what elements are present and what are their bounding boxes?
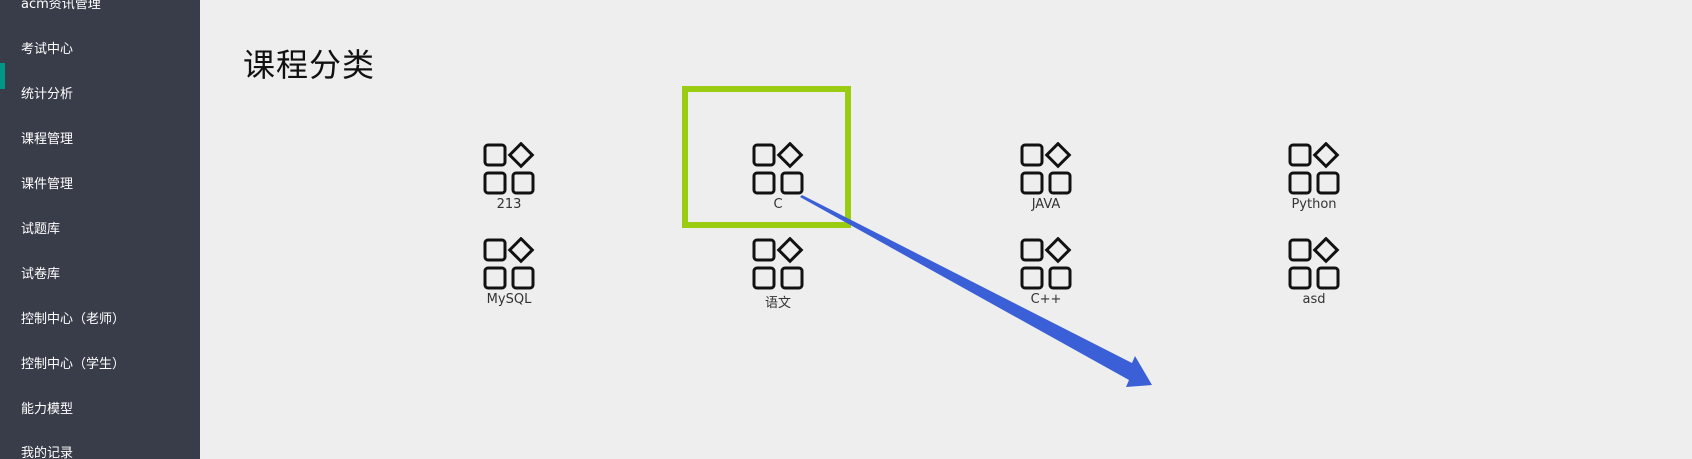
apps-icon: [483, 237, 535, 290]
course-label: asd: [1302, 292, 1326, 307]
sidebar-item-control-center-student[interactable]: 控制中心（学生）: [21, 357, 126, 372]
course-tile-mysql[interactable]: MySQL: [449, 237, 569, 317]
course-label: Python: [1291, 197, 1337, 212]
apps-icon: [1020, 142, 1072, 195]
apps-icon: [1288, 142, 1340, 195]
sidebar-item-statistics[interactable]: 统计分析: [21, 87, 74, 102]
course-label: JAVA: [1031, 197, 1061, 212]
course-tile-c[interactable]: C: [718, 142, 838, 222]
sidebar-item-ability-model[interactable]: 能力模型: [21, 402, 74, 417]
course-tile-python[interactable]: Python: [1254, 142, 1374, 222]
sidebar-item-question-bank[interactable]: 试题库: [21, 222, 61, 237]
course-tile-cpp[interactable]: C++: [986, 237, 1106, 317]
course-label: MySQL: [486, 292, 532, 307]
course-label: 213: [496, 197, 522, 212]
sidebar: acm资讯管理 考试中心 统计分析 课程管理 课件管理 试题库 试卷库 控制中心…: [0, 0, 200, 459]
course-label: C: [773, 197, 783, 212]
course-tile-java[interactable]: JAVA: [986, 142, 1106, 222]
sidebar-item-paper-bank[interactable]: 试卷库: [21, 267, 61, 282]
sidebar-item-control-center-teacher[interactable]: 控制中心（老师）: [21, 312, 126, 327]
sidebar-item-exam-center[interactable]: 考试中心: [21, 42, 74, 57]
sidebar-item-course-management[interactable]: 课程管理: [21, 132, 74, 147]
course-tile-chinese[interactable]: 语文: [718, 237, 838, 317]
apps-icon: [1020, 237, 1072, 290]
course-label: C++: [1030, 292, 1062, 307]
course-label: 语文: [764, 296, 791, 311]
course-tile-asd[interactable]: asd: [1254, 237, 1374, 317]
apps-icon: [1288, 237, 1340, 290]
page-title: 课程分类: [243, 46, 376, 84]
apps-icon: [752, 142, 804, 195]
sidebar-active-indicator: [0, 63, 5, 89]
apps-icon: [483, 142, 535, 195]
course-tile-213[interactable]: 213: [449, 142, 569, 222]
sidebar-item-courseware-management[interactable]: 课件管理: [21, 177, 74, 192]
sidebar-item-my-records[interactable]: 我的记录: [21, 446, 74, 459]
main-content: 课程分类 213 C: [200, 0, 1692, 459]
apps-icon: [752, 237, 804, 290]
sidebar-item-acm-news[interactable]: acm资讯管理: [21, 0, 101, 12]
